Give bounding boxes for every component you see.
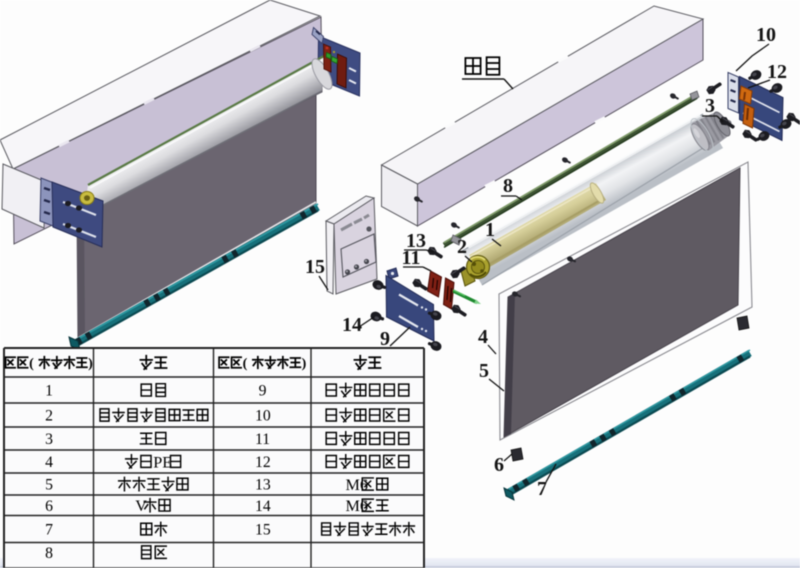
svg-text:PE: PE — [153, 453, 172, 471]
svg-text:15: 15 — [305, 256, 325, 278]
svg-text:V: V — [135, 497, 147, 515]
svg-text:7: 7 — [45, 522, 53, 539]
svg-text:12: 12 — [255, 454, 271, 471]
svg-text:1: 1 — [485, 219, 495, 241]
svg-text:3: 3 — [705, 95, 715, 117]
svg-text:4: 4 — [478, 326, 488, 348]
svg-text:9: 9 — [380, 328, 390, 350]
svg-text:6: 6 — [494, 454, 504, 476]
svg-text:15: 15 — [255, 522, 271, 539]
svg-text:14: 14 — [255, 498, 271, 515]
svg-text:1: 1 — [45, 383, 53, 400]
svg-text:10: 10 — [255, 408, 271, 425]
svg-text:): ) — [302, 357, 307, 372]
svg-text:6: 6 — [45, 498, 53, 515]
svg-text:4: 4 — [45, 454, 53, 471]
svg-text:5: 5 — [45, 477, 53, 494]
svg-text:13: 13 — [406, 230, 426, 252]
svg-text:(: ( — [29, 357, 34, 372]
svg-text:13: 13 — [255, 477, 271, 494]
svg-text:11: 11 — [402, 247, 421, 269]
svg-text:14: 14 — [342, 314, 362, 336]
svg-text:12: 12 — [767, 61, 787, 83]
svg-text:9: 9 — [259, 383, 267, 400]
svg-text:7: 7 — [537, 478, 547, 500]
svg-text:2: 2 — [457, 236, 467, 258]
svg-text:2: 2 — [45, 408, 53, 425]
svg-text:5: 5 — [479, 360, 489, 382]
svg-text:11: 11 — [255, 431, 270, 448]
svg-text:): ) — [88, 357, 93, 372]
svg-text:10: 10 — [756, 24, 776, 46]
svg-text:8: 8 — [45, 545, 53, 562]
svg-text:(: ( — [243, 357, 248, 372]
svg-text:8: 8 — [503, 175, 513, 197]
svg-text:3: 3 — [45, 431, 53, 448]
